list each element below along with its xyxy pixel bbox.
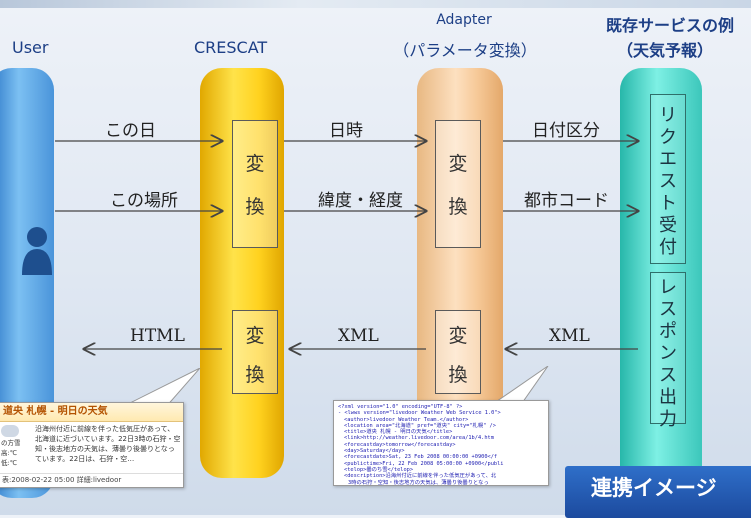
integration-image-badge: 連携イメージ [565, 466, 751, 518]
lane-label-service: 既存サービスの例 [605, 16, 734, 35]
request-char: ク [659, 127, 677, 148]
lane-label-user: User [12, 38, 49, 57]
xml-line: <publictime>Fri, 22 Feb 2008 05:00:00 +0… [344, 460, 504, 467]
frag: の方雪 [1, 439, 21, 447]
transform-char: 変 [245, 325, 265, 347]
xml-line: <link>http://weather.livedoor.com/area/1… [344, 435, 494, 442]
xml-line: <telop>曇のち雪</telop> [344, 466, 414, 473]
lane-label-crescat: CRESCAT [194, 38, 268, 57]
transform-char: 換 [245, 364, 265, 386]
lane-label-adapter: Adapter [436, 12, 492, 28]
bubble-tail-left [120, 368, 201, 408]
transform-char: 変 [245, 153, 265, 175]
request-receive-box: リ ク エ ス ト 受 付 [650, 94, 686, 264]
transform-char: 換 [448, 364, 468, 386]
weather-html-preview: 道央 札幌 - 明日の天気 の方雪 高:℃ 低:℃ 沿海州付近に前線を伴った低気… [0, 402, 184, 488]
xml-line: <forecastday>tomorrow</forecastday> [344, 441, 456, 448]
xml-lines: <?xml version="1.0" encoding="UTF-8" ?> … [334, 401, 548, 486]
arrow-label: HTML [130, 326, 185, 346]
request-char: リ [659, 105, 677, 126]
arrow-label: 都市コード [524, 191, 609, 211]
crescat-transform-box-lower: 変 換 [232, 310, 278, 394]
arrow-label: 日時 [329, 121, 363, 141]
crescat-transform-box-upper: 変 換 [232, 120, 278, 248]
transform-char: 換 [245, 196, 265, 218]
xml-line: <day>Saturday</day> [344, 448, 405, 455]
response-char: 力 [659, 409, 677, 430]
request-char: 付 [659, 237, 677, 258]
arrow-label: 緯度・経度 [318, 191, 403, 211]
xml-preview: <?xml version="1.0" encoding="UTF-8" ?> … [333, 400, 549, 486]
lane-label-adapter-sub: （パラメータ変換） [393, 41, 537, 60]
request-char: ト [659, 193, 677, 214]
bubble-tail-right [490, 366, 549, 406]
request-char: ス [659, 171, 677, 192]
xml-line: 3時の石狩・空知・後志地方の天気は、薄曇り後曇りとなっ [348, 479, 489, 486]
response-char: ス [659, 365, 677, 386]
arrow-label: XML [549, 326, 590, 346]
response-char: ポ [659, 321, 677, 342]
arrow-label: この場所 [110, 191, 178, 211]
xml-line: <description>沿海州付近に前線を伴った低気圧があって、北 [344, 473, 497, 480]
xml-line: <title>道央 札幌 - 明日の天気</title> [344, 429, 453, 436]
xml-line: <author>livedoor Weather Team.</author> [344, 416, 469, 423]
arrow-label: この日 [105, 121, 156, 141]
transform-char: 変 [448, 153, 468, 175]
request-char: エ [659, 149, 677, 170]
frag: 低:℃ [1, 459, 17, 467]
xml-line: <?xml version="1.0" encoding="UTF-8" ?> [338, 404, 463, 410]
response-char: ン [659, 343, 677, 364]
cloud-icon [1, 425, 19, 437]
arrow-label: XML [338, 326, 379, 346]
response-char: 出 [659, 387, 677, 408]
frag: 高:℃ [1, 449, 17, 457]
lane-label-service-sub: （天気予報） [616, 41, 713, 60]
xml-line: <location area="北海道" pref="道央" city="札幌"… [344, 422, 496, 429]
adapter-transform-box-upper: 変 換 [435, 120, 481, 248]
transform-char: 換 [448, 196, 468, 218]
response-char: レ [659, 277, 677, 298]
response-output-box: レ ス ポ ン ス 出 力 [650, 272, 686, 430]
weather-description: 沿海州付近に前線を伴った低気圧があって、北海道に近づいています。22日3時の石狩… [35, 425, 181, 463]
request-char: 受 [659, 215, 677, 236]
transform-char: 変 [448, 325, 468, 347]
weather-title: 道央 札幌 - 明日の天気 [0, 403, 183, 422]
weather-footer: 表:2008-02-22 05:00 詳細:livedoor [0, 473, 183, 487]
person-icon [22, 227, 52, 275]
response-char: ス [659, 299, 677, 320]
adapter-transform-box-lower: 変 換 [435, 310, 481, 394]
weather-left-fragments: の方雪 高:℃ 低:℃ [1, 425, 31, 468]
top-strip [0, 0, 751, 8]
xml-line: <forecastdate>Sat, 23 Feb 2008 00:00:00 … [344, 454, 498, 461]
arrow-label: 日付区分 [532, 121, 600, 141]
xml-line: - <lwws version="livedoor Weather Web Se… [338, 410, 501, 417]
